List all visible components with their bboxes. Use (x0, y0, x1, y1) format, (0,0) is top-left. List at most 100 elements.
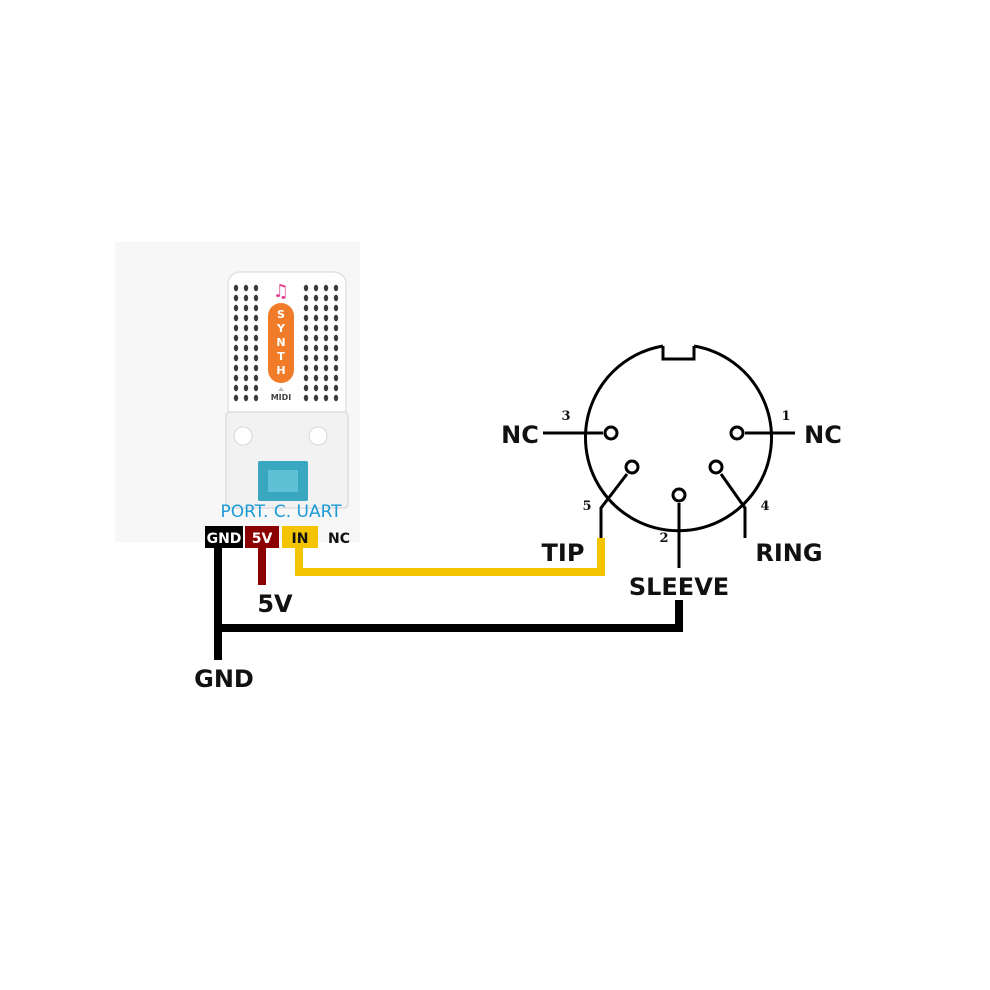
din-pin5-socket (624, 459, 640, 475)
grille-dot (253, 394, 259, 402)
grille-dot (333, 384, 339, 392)
grille-dot (323, 364, 329, 372)
grille-dot (333, 364, 339, 372)
grille-dot (323, 324, 329, 332)
grille-dot (303, 394, 309, 402)
grille-dot (323, 304, 329, 312)
grille-dot (233, 324, 239, 332)
grille-dot (303, 364, 309, 372)
grille-dot (313, 304, 319, 312)
synth-letter: S (277, 308, 285, 321)
grille-dot (243, 324, 249, 332)
grille-dot (313, 394, 319, 402)
grille-dot (233, 364, 239, 372)
grille-dot (333, 374, 339, 382)
pin-chip-gnd (205, 526, 243, 548)
synth-letter: Y (276, 322, 286, 335)
synth-letter: H (276, 364, 285, 377)
grille-dot (323, 314, 329, 322)
pin-chip-in (282, 526, 318, 548)
grille-dot (253, 364, 259, 372)
din-pin2-number: 2 (659, 531, 668, 546)
grille-dot (303, 314, 309, 322)
grille-dot (303, 384, 309, 392)
grille-dot (303, 334, 309, 342)
din-key-notch (661, 346, 696, 361)
din-pin5-lead (599, 473, 629, 538)
din-pin5-number: 5 (582, 499, 591, 514)
grille-dot (303, 294, 309, 302)
grille-dot (233, 284, 239, 292)
grille-dot (233, 394, 239, 402)
grille-dot (243, 294, 249, 302)
grille-dot (313, 324, 319, 332)
grille-dot (243, 354, 249, 362)
grille-dot (233, 344, 239, 352)
synth-pill (268, 303, 294, 383)
grille-dot (313, 354, 319, 362)
grille-dot (303, 324, 309, 332)
grille-dot (253, 354, 259, 362)
grille-dot (313, 344, 319, 352)
ring-label: RING (755, 539, 822, 567)
grille-dot (253, 314, 259, 322)
grille-dot (233, 334, 239, 342)
grille-dot (253, 304, 259, 312)
grille-dot (233, 374, 239, 382)
grille-dot (243, 374, 249, 382)
grille-dot (333, 304, 339, 312)
grille-dot (303, 304, 309, 312)
grille-dot (233, 354, 239, 362)
tip-label: TIP (542, 539, 585, 567)
grille-dot (233, 314, 239, 322)
pin-label-gnd: GND (207, 531, 242, 547)
grille-dot (253, 324, 259, 332)
din-connector: 3 NC 1 NC 5 TIP 4 RING 2 SLEEVE (501, 344, 842, 601)
din-pin3-socket (603, 425, 619, 441)
grille-dot (323, 354, 329, 362)
grille-dot (253, 374, 259, 382)
grille-dot (333, 334, 339, 342)
grille-dot (303, 374, 309, 382)
synth-midi-module: S Y N T H ♫ MIDI (225, 271, 349, 509)
grove-connector-slot (268, 470, 298, 492)
mounting-hole-left (233, 426, 253, 446)
grille-dot (313, 364, 319, 372)
grille-dot (233, 294, 239, 302)
mounting-hole-right (308, 426, 328, 446)
grille-dot (313, 374, 319, 382)
grille-dot (303, 284, 309, 292)
grille-dot (243, 284, 249, 292)
grille-dot (253, 344, 259, 352)
music-note-icon: ♫ (273, 281, 289, 302)
grille-dot (253, 284, 259, 292)
grille-dot (233, 384, 239, 392)
grille-dot (243, 334, 249, 342)
pin-label-in: IN (292, 531, 309, 547)
grille-dot (323, 384, 329, 392)
midi-label: MIDI (271, 393, 292, 402)
synth-letter: T (277, 350, 285, 363)
port-label: PORT. C. UART (220, 502, 342, 522)
arrow-up-icon (278, 387, 284, 391)
grille-dot (323, 284, 329, 292)
grille-dot (303, 344, 309, 352)
grille-dot (333, 344, 339, 352)
din-pin4-number: 4 (760, 499, 769, 514)
grille-dot (253, 384, 259, 392)
pin-label-5v: 5V (252, 531, 273, 547)
din-pin3-number: 3 (561, 409, 570, 424)
grille-dot (323, 294, 329, 302)
din-pin4-lead (719, 473, 747, 538)
grille-dot (333, 324, 339, 332)
5v-wire-label: 5V (257, 590, 293, 618)
nc-left-label: NC (501, 421, 539, 449)
grille-dot (253, 294, 259, 302)
grille-dot (313, 284, 319, 292)
din-pin2-socket (671, 487, 687, 503)
grille-dot (323, 374, 329, 382)
grille-dot (243, 344, 249, 352)
din-pin4-socket (708, 459, 724, 475)
grille-dot (333, 294, 339, 302)
